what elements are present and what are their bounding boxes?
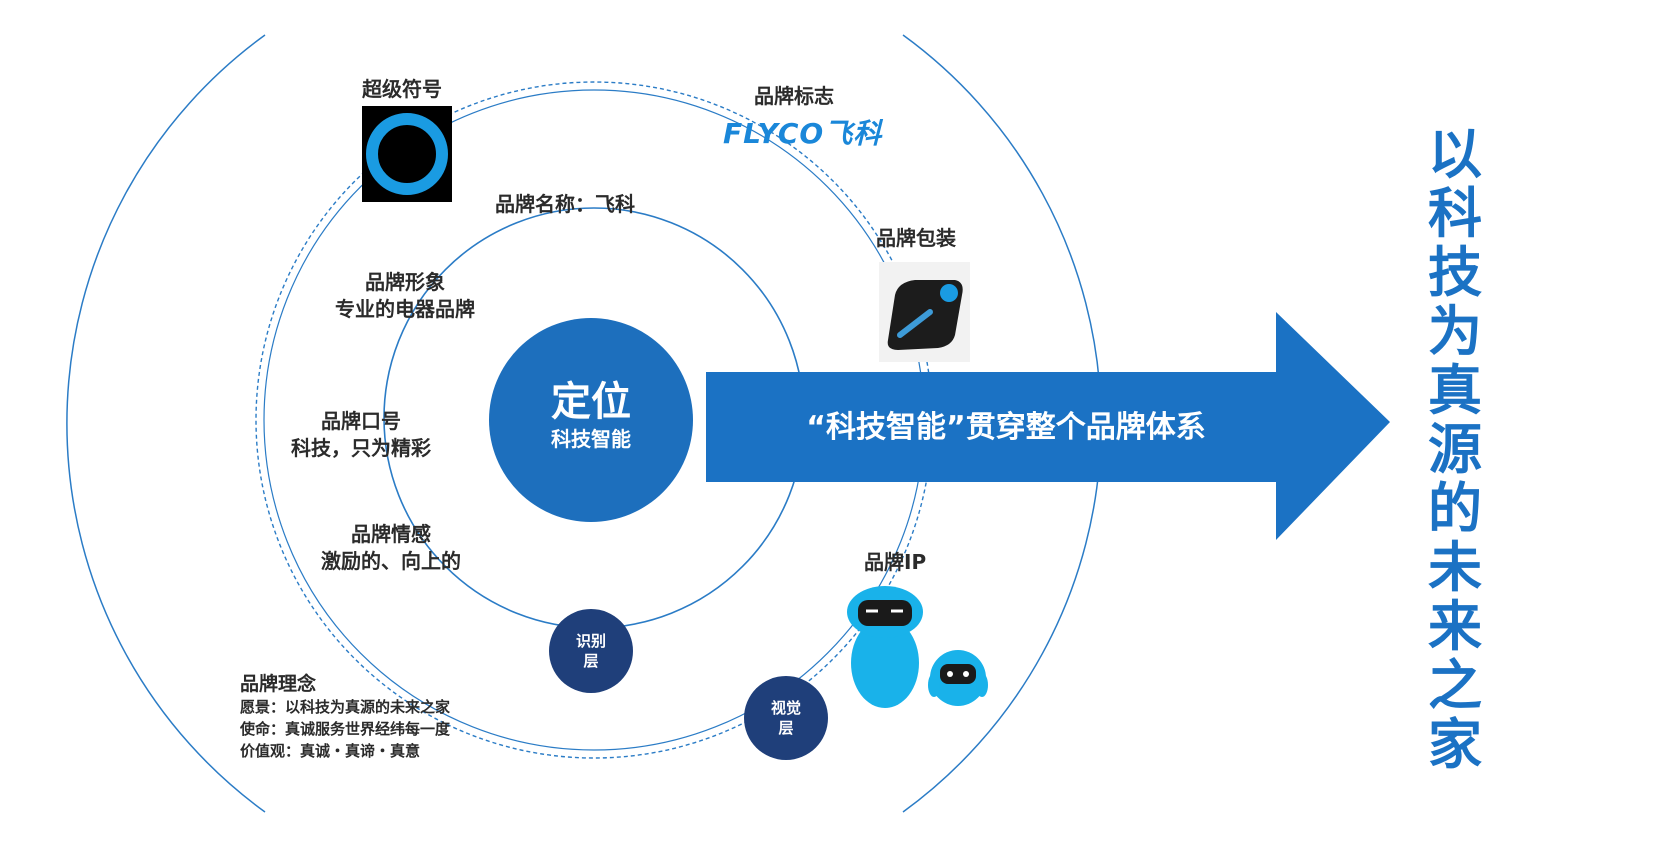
- outer-arc-left: [66, 34, 266, 813]
- brand-emotion-label: 品牌情感 激励的、向上的: [308, 521, 474, 575]
- product-package-image: [879, 262, 970, 362]
- badge-identification: 识别 层: [561, 631, 621, 671]
- center-circle: [489, 318, 693, 522]
- philosophy-title: 品牌理念: [240, 673, 317, 695]
- brand-slogan-title: 品牌口号: [321, 409, 401, 433]
- arrow-text: “科技智能”贯穿整个品牌体系: [806, 410, 1206, 445]
- brand-ip-label: 品牌IP: [864, 550, 927, 574]
- brand-slogan-value: 科技，只为精彩: [291, 436, 431, 460]
- brand-image-label: 品牌形象 专业的电器品牌: [322, 269, 488, 323]
- brand-logo-label: 品牌标志: [754, 84, 834, 108]
- brand-emotion-value: 激励的、向上的: [321, 549, 461, 573]
- vertical-slogan: 以科技为真源的未来之家: [1428, 123, 1482, 776]
- brand-image-title: 品牌形象: [365, 270, 445, 294]
- robot-mascot-icon: [847, 586, 988, 708]
- badge-visual-circle: [744, 676, 828, 760]
- main-arrow: [706, 312, 1390, 540]
- center-title: 定位: [551, 379, 631, 425]
- badge-visual-line1: 视觉: [770, 699, 801, 717]
- philosophy-values: 价值观：真诚・真谛・真意: [240, 742, 421, 760]
- center-subtitle: 科技智能: [551, 427, 631, 451]
- badge-visual-line2: 层: [778, 719, 794, 737]
- center-label: 定位 科技智能: [478, 378, 704, 452]
- packaging-label: 品牌包装: [876, 226, 956, 250]
- badge-visual: 视觉 层: [756, 698, 816, 738]
- badge-identification-line1: 识别: [575, 632, 606, 650]
- brand-philosophy: 品牌理念 愿景：以科技为真源的未来之家 使命：真诚服务世界经纬每一度 价值观：真…: [240, 672, 450, 762]
- flyco-logo: FLYCO飞科: [723, 117, 883, 150]
- brand-image-value: 专业的电器品牌: [335, 297, 475, 321]
- badge-identification-line2: 层: [583, 652, 599, 670]
- philosophy-mission: 使命：真诚服务世界经纬每一度: [240, 720, 451, 738]
- brand-name-label: 品牌名称：飞科: [495, 192, 635, 216]
- brand-slogan-label: 品牌口号 科技，只为精彩: [278, 408, 444, 462]
- badge-identification-circle: [549, 609, 633, 693]
- brand-emotion-title: 品牌情感: [351, 522, 431, 546]
- philosophy-vision: 愿景：以科技为真源的未来之家: [240, 698, 451, 716]
- ring-symbol-icon: [362, 106, 452, 202]
- super-symbol-label: 超级符号: [362, 77, 442, 101]
